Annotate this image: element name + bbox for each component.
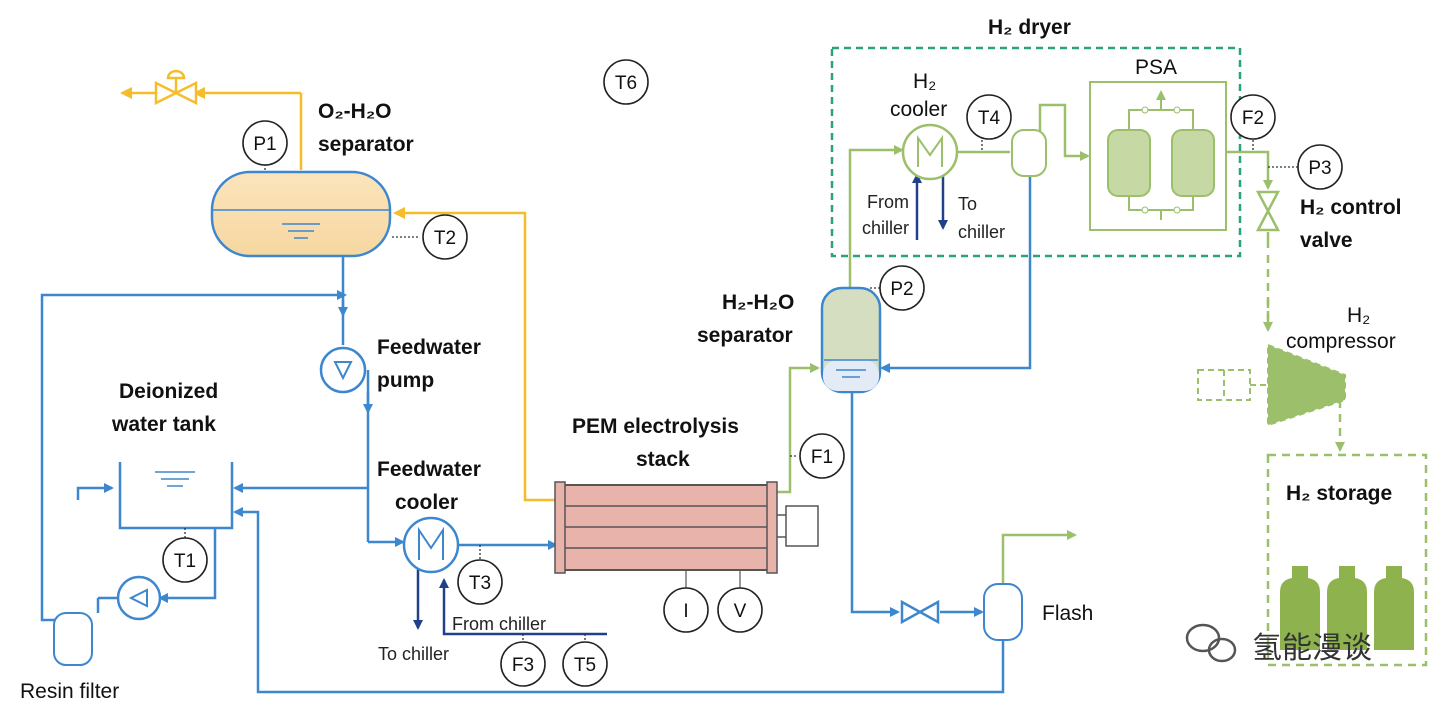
svg-text:T1: T1 <box>174 551 196 572</box>
feedwater-cooler-label-2: cooler <box>395 491 458 514</box>
pem-electrolysis-stack <box>554 481 819 590</box>
sensor-T6: T6 <box>603 59 649 105</box>
h2-control-valve-label-1: H₂ control <box>1300 196 1402 219</box>
svg-text:T4: T4 <box>978 108 1001 129</box>
hydrogen-lines <box>770 103 1345 585</box>
flash-label: Flash <box>1042 602 1093 625</box>
svg-text:P3: P3 <box>1308 158 1331 179</box>
sensor-I: I <box>663 587 709 633</box>
from-chiller-top-2: chiller <box>862 218 909 238</box>
knockout-drum-icon <box>1011 129 1047 177</box>
stack-label-1: PEM electrolysis <box>572 415 739 438</box>
o2-separator-label-2: separator <box>318 133 414 156</box>
deionized-water-tank <box>118 462 234 530</box>
resin-filter-label: Resin filter <box>20 680 119 703</box>
feedwater-cooler-icon <box>402 516 460 574</box>
svg-text:F1: F1 <box>811 447 833 468</box>
h2-separator-tank <box>820 286 882 394</box>
svg-text:T3: T3 <box>469 573 491 594</box>
o2-separator-label-1: O₂-H₂O <box>318 100 392 123</box>
feedwater-pump-label-1: Feedwater <box>377 336 481 359</box>
h2-cooler-label-1: H₂ <box>913 70 936 93</box>
sensor-F3: F3 <box>500 641 546 687</box>
h2-cooler-label-2: cooler <box>890 98 947 121</box>
sensor-P2: P2 <box>879 265 925 311</box>
from-chiller-top-1: From <box>867 192 909 212</box>
from-chiller-bottom-label: From chiller <box>452 614 546 634</box>
feedwater-cooler-label-1: Feedwater <box>377 458 481 481</box>
h2-compressor-label-1: H₂ <box>1347 304 1370 327</box>
sensor-T4: T4 <box>966 94 1012 140</box>
feedwater-pump-label-2: pump <box>377 369 434 392</box>
sensor-T3: T3 <box>457 559 503 605</box>
o2-separator-tank <box>210 170 392 258</box>
svg-text:P2: P2 <box>890 279 913 300</box>
h2-compressor-label-2: compressor <box>1286 330 1396 353</box>
h2-cooler-icon <box>901 123 959 181</box>
h2-separator-label-2: separator <box>697 324 793 347</box>
di-tank-label-1: Deionized <box>119 380 218 403</box>
h2-compressor-icon <box>1197 343 1346 427</box>
watermark-text: 氢能漫谈 <box>1252 631 1372 666</box>
svg-text:V: V <box>734 601 747 622</box>
svg-text:F3: F3 <box>512 655 534 676</box>
flash-drum-icon <box>983 583 1023 641</box>
svg-text:T2: T2 <box>434 228 456 249</box>
h2-dryer-box <box>830 46 1242 258</box>
to-chiller-top-2: chiller <box>958 222 1005 242</box>
h2-storage-label: H₂ storage <box>1286 482 1392 505</box>
h2-control-valve-label-2: valve <box>1300 229 1353 252</box>
svg-text:I: I <box>683 601 688 622</box>
sensor-T1: T1 <box>162 537 208 583</box>
sensor-P1: P1 <box>242 120 288 166</box>
sensor-T2: T2 <box>422 214 468 260</box>
watermark: 氢能漫谈 <box>1185 623 1372 666</box>
h2-separator-label-1: H₂-H₂O <box>722 291 794 314</box>
h2-storage-box <box>1266 453 1428 667</box>
sensor-F1: F1 <box>799 433 845 479</box>
o2-vent-valve-icon[interactable] <box>154 69 198 106</box>
svg-text:P1: P1 <box>253 134 276 155</box>
h2-control-valve-icon[interactable] <box>1255 190 1281 232</box>
wechat-logo-icon <box>1185 623 1237 663</box>
to-chiller-bottom-label: To chiller <box>378 644 449 664</box>
feedwater-pump-icon[interactable] <box>319 346 367 394</box>
water-lines <box>40 175 1032 694</box>
oxygen-lines <box>120 87 558 502</box>
to-chiller-top-1: To <box>958 194 977 214</box>
resin-filter-icon <box>53 612 93 666</box>
gas-cylinders-icon <box>1280 566 1414 650</box>
sensor-T5: T5 <box>562 641 608 687</box>
chiller-lines <box>413 170 948 636</box>
svg-text:F2: F2 <box>1242 108 1264 129</box>
di-circulation-pump-icon[interactable] <box>116 575 162 621</box>
stack-label-2: stack <box>636 448 690 471</box>
flash-valve-icon[interactable] <box>900 599 940 625</box>
sensor-V: V <box>717 587 763 633</box>
svg-text:T6: T6 <box>615 73 637 94</box>
psa-label: PSA <box>1135 56 1177 79</box>
psa-unit-icon <box>1107 90 1215 220</box>
sensor-F2: F2 <box>1230 94 1276 140</box>
svg-text:T5: T5 <box>574 655 596 676</box>
di-tank-label-2: water tank <box>111 413 216 436</box>
sensor-P3: P3 <box>1297 144 1343 190</box>
h2-dryer-label: H₂ dryer <box>988 16 1071 39</box>
